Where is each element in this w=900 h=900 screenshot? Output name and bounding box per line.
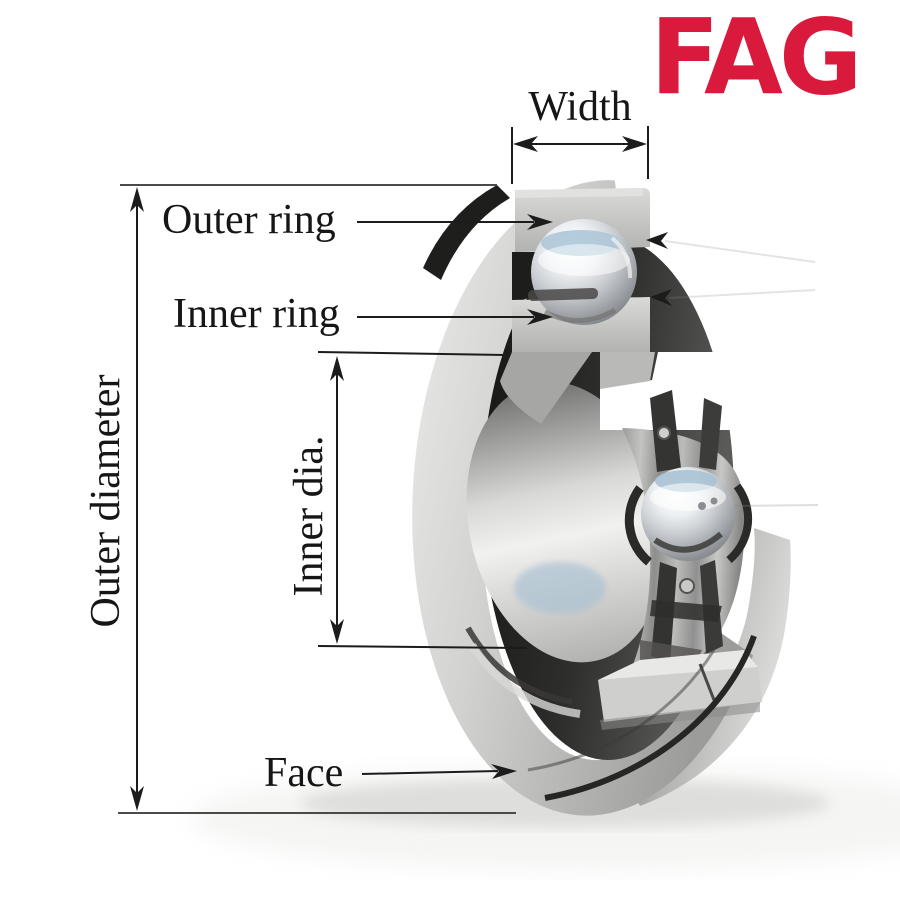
outer-diameter-label: Outer diameter [83,374,129,628]
ball-top [528,219,637,325]
face-label: Face [264,750,344,796]
outer-ring-depth-band [628,528,791,806]
innerdia-bottom-tick [317,645,528,649]
width-label: Width [528,84,632,130]
outer-ring-front-face [412,180,754,816]
ball-middle [641,467,735,561]
bore-surface [465,381,666,718]
fag-logo: FAG [650,0,863,120]
face-leader [361,770,499,775]
annotation-arrowheads [130,136,647,811]
inner-dia-label: Inner dia. [286,435,332,597]
cage [624,390,753,664]
inner-ring-label: Inner ring [173,291,340,337]
remnant-leaders [646,232,819,507]
cross-section-top [500,188,655,424]
cutaway-gap [600,352,790,430]
annotation-lines [118,126,649,814]
innerdia-top-tick [317,351,506,356]
chamfer-edges [527,634,757,801]
outer-ring-label: Outer ring [162,197,336,243]
